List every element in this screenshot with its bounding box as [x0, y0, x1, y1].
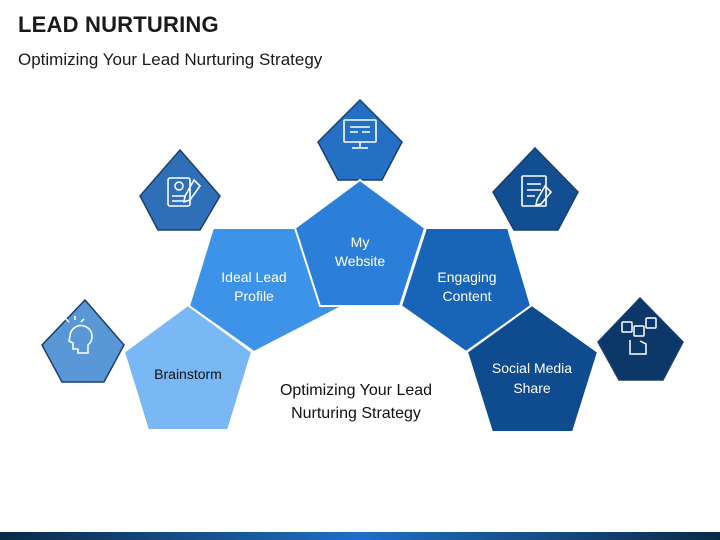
step-brainstorm: Brainstorm: [122, 303, 254, 431]
step-label-ideal-lead-line2: Profile: [234, 288, 274, 304]
icon-pentagon-profile: [139, 148, 221, 231]
content-document-icon: [521, 175, 553, 207]
icon-pentagon-website: [317, 98, 403, 181]
step-label-social-line1: Social Media: [492, 360, 572, 376]
social-media-icon: [621, 317, 657, 355]
step-label-website-line2: Website: [335, 253, 386, 269]
center-text-line1: Optimizing Your Lead: [280, 382, 432, 399]
icon-pentagon-social: [597, 296, 684, 381]
center-text-line2: Nurturing Strategy: [291, 405, 421, 422]
step-label-brainstorm: Brainstorm: [154, 366, 222, 382]
website-monitor-icon: [343, 119, 377, 149]
step-label-website-line1: My: [351, 234, 370, 250]
page-subtitle: Optimizing Your Lead Nurturing Strategy: [18, 50, 323, 69]
step-label-ideal-lead-line1: Ideal Lead: [221, 269, 286, 285]
page-title: LEAD NURTURING: [18, 12, 219, 37]
step-label-content-line1: Engaging: [437, 269, 496, 285]
step-label-social-line2: Share: [513, 380, 551, 396]
step-label-content-line2: Content: [442, 288, 491, 304]
icon-pentagon-content: [492, 146, 579, 231]
footer-bar: [0, 532, 720, 540]
step-social-media-share: Social Media Share: [465, 303, 600, 433]
step-my-website: My Website: [293, 178, 427, 307]
icon-pentagon-brainstorm: [41, 298, 125, 383]
profile-form-icon: [167, 177, 202, 207]
brainstorm-head-icon: [65, 316, 93, 354]
